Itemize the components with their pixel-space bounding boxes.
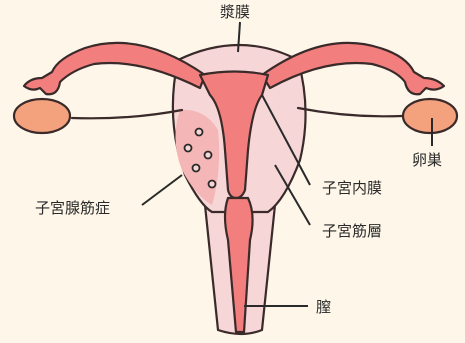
lesion-dot (185, 145, 192, 152)
right-ovary (403, 99, 457, 133)
lesion-dot (205, 152, 212, 159)
right-ovarian-ligament (298, 108, 402, 116)
label-endometrium: 子宮内膜 (322, 179, 382, 197)
lesion-dot (196, 129, 203, 136)
adenomyosis-leader-line (142, 175, 182, 205)
adenomyosis-area (175, 110, 219, 205)
label-myometrium: 子宮筋層 (322, 222, 382, 240)
label-vagina: 膣 (316, 298, 331, 316)
label-adenomyosis: 子宮腺筋症 (35, 199, 110, 217)
lesion-dot (193, 165, 200, 172)
left-ovary (14, 99, 70, 133)
label-ovary: 卵巣 (412, 151, 442, 169)
lesion-dot (209, 181, 216, 188)
left-ovarian-ligament (72, 110, 182, 118)
label-serosa: 漿膜 (220, 3, 250, 21)
